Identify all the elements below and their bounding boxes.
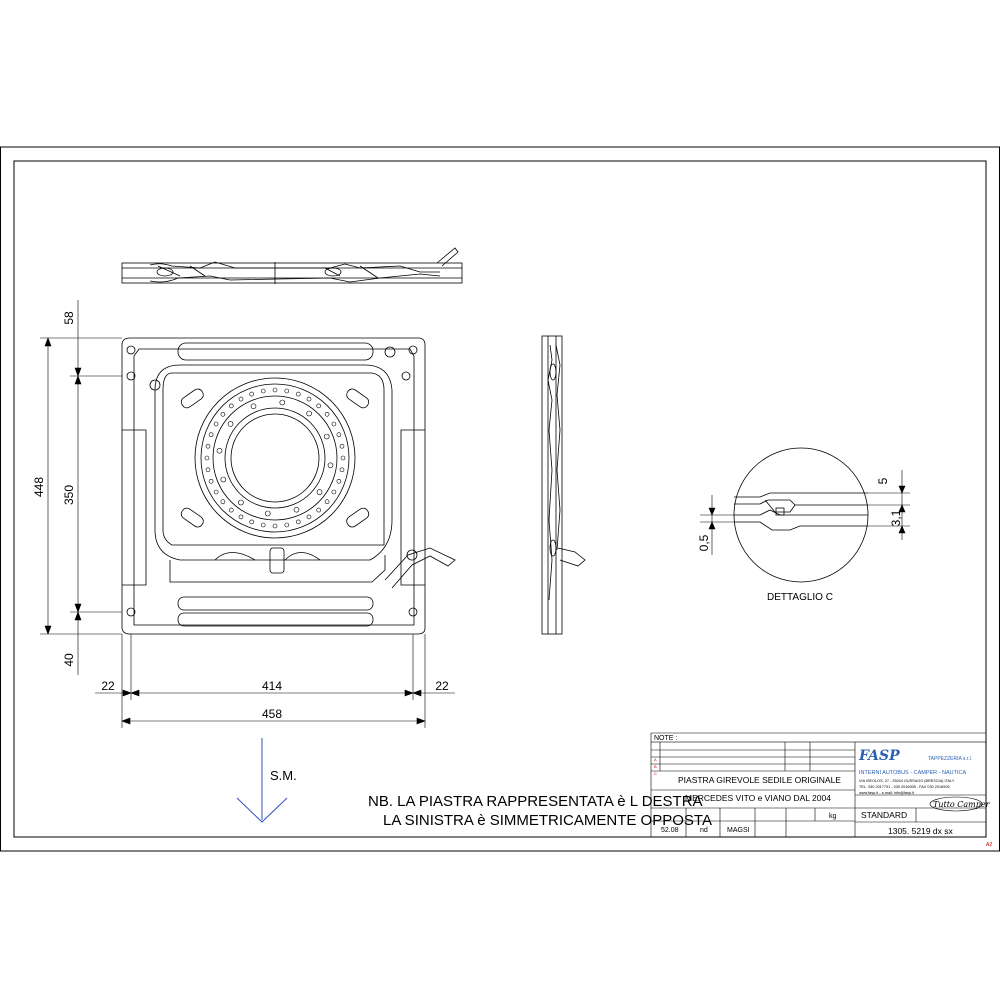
ring-hole — [272, 387, 278, 393]
ring-hole — [208, 432, 214, 438]
ring-hole — [249, 391, 254, 397]
ring-hole — [316, 507, 322, 513]
bolt-hole — [279, 399, 286, 406]
ring-hole — [284, 522, 290, 528]
company-tagline: INTERNI AUTOBUS - CAMPER - NAUTICA — [859, 770, 966, 776]
standard-label: STANDARD — [861, 810, 907, 820]
ring-hole — [220, 411, 226, 417]
ring-hole — [339, 443, 345, 449]
ring-hole — [220, 499, 226, 505]
ring-hole — [260, 388, 266, 394]
drawing-code: 1305. 5219 dx sx — [888, 826, 953, 836]
dim-inner-height: 350 — [62, 485, 76, 505]
ring-hole — [336, 432, 342, 438]
field-2: nd — [700, 827, 708, 834]
ring-hole — [229, 507, 234, 513]
ring-hole — [295, 391, 301, 397]
ring-hole — [249, 519, 254, 525]
ring-hole — [213, 489, 219, 495]
ring-hole — [336, 478, 342, 484]
rev-letter-c: C — [654, 771, 657, 776]
title-line-2: MERCEDES VITO e VIANO DAL 2004 — [685, 793, 831, 803]
detail-dim-31: 3,1 — [889, 509, 903, 526]
detail-dim-05: 0,5 — [697, 534, 711, 551]
bolt-hole — [293, 506, 300, 513]
ring-hole — [229, 403, 234, 409]
ring-hole — [260, 522, 266, 528]
detail-dim-5: 5 — [876, 477, 890, 484]
bolt-hole — [306, 410, 312, 417]
bolt-hole — [264, 510, 271, 517]
direction-label: S.M. — [270, 768, 297, 783]
ring-hole — [331, 421, 337, 427]
dim-top-offset: 58 — [62, 311, 76, 325]
dim-right-margin: 22 — [435, 679, 449, 693]
ring-hole — [339, 467, 345, 473]
bolt-hole — [323, 433, 330, 440]
side-view-right — [541, 335, 586, 635]
bolt-hole — [250, 403, 257, 410]
note-line-1: NB. LA PIASTRA RAPPRESENTATA è L DESTRA — [368, 793, 703, 810]
direction-arrow — [236, 738, 288, 823]
dimension-value: 52.08 — [661, 827, 679, 834]
bolt-hole — [316, 489, 323, 495]
dim-left-margin: 22 — [101, 679, 115, 693]
bolt-hole — [238, 499, 244, 506]
bolt-hole — [216, 447, 223, 454]
side-view-top — [121, 247, 463, 284]
ring-hole — [204, 455, 210, 461]
ring-hole — [331, 489, 337, 495]
ring-hole — [205, 443, 211, 449]
ring-hole — [340, 455, 346, 461]
ring-hole — [272, 523, 278, 529]
company-phone: TEL. 030 2017791 - 030 2016905 - FAX 030… — [859, 785, 950, 789]
note-label: NOTE : — [654, 735, 677, 742]
dim-overall-width: 458 — [262, 707, 282, 721]
company-name: FASP — [858, 748, 900, 764]
note-line-2: LA SINISTRA è SIMMETRICAMENTE OPPOSTA — [383, 812, 712, 829]
field-3: MAGSI — [727, 827, 750, 834]
bolt-hole — [327, 462, 334, 469]
tutto-camper-logo: Tutto Camper — [933, 800, 991, 809]
weight-unit: kg — [829, 813, 837, 820]
ring-hole — [213, 421, 219, 427]
ring-hole — [238, 514, 244, 520]
ring-hole — [208, 478, 214, 484]
ring-hole — [324, 499, 330, 505]
company-logo: FASP TAPPEZZERIA s.r.l. INTERNI AUTOBUS … — [858, 748, 991, 812]
dim-overall-height: 448 — [32, 477, 46, 497]
bolt-hole — [220, 476, 227, 483]
dim-bottom-offset: 40 — [62, 653, 76, 667]
detail-label: DETTAGLIO C — [767, 592, 833, 603]
rev-letter-a: A — [654, 757, 657, 762]
company-address: VIA ISEOLOS, 27 - 25044 GUSSAGO (BRESCIA… — [859, 779, 955, 783]
company-web: www.fasp.it - e-mail: info@fasp.it — [859, 791, 915, 795]
title-block — [650, 732, 987, 838]
ring-hole — [324, 411, 330, 417]
dim-inner-width: 414 — [262, 679, 282, 693]
company-suffix: TAPPEZZERIA s.r.l. — [928, 756, 972, 762]
title-line-1: PIASTRA GIREVOLE SEDILE ORIGINALE — [678, 775, 841, 785]
plan-dimensions — [40, 300, 455, 728]
ring-hole — [238, 396, 244, 402]
sheet-format: A2 — [986, 842, 992, 848]
drawing-frame — [13, 160, 987, 838]
plan-view — [121, 337, 456, 635]
ring-holes — [204, 387, 346, 529]
ring-hole — [316, 403, 322, 409]
ring-hole — [306, 396, 312, 402]
ring-hole — [205, 467, 211, 473]
ring-hole — [295, 519, 301, 525]
ring-hole — [306, 514, 312, 520]
bolt-hole — [227, 421, 234, 427]
ring-hole — [284, 388, 290, 394]
rev-letter-b: B — [654, 764, 657, 769]
detail-dimensions — [700, 470, 910, 555]
